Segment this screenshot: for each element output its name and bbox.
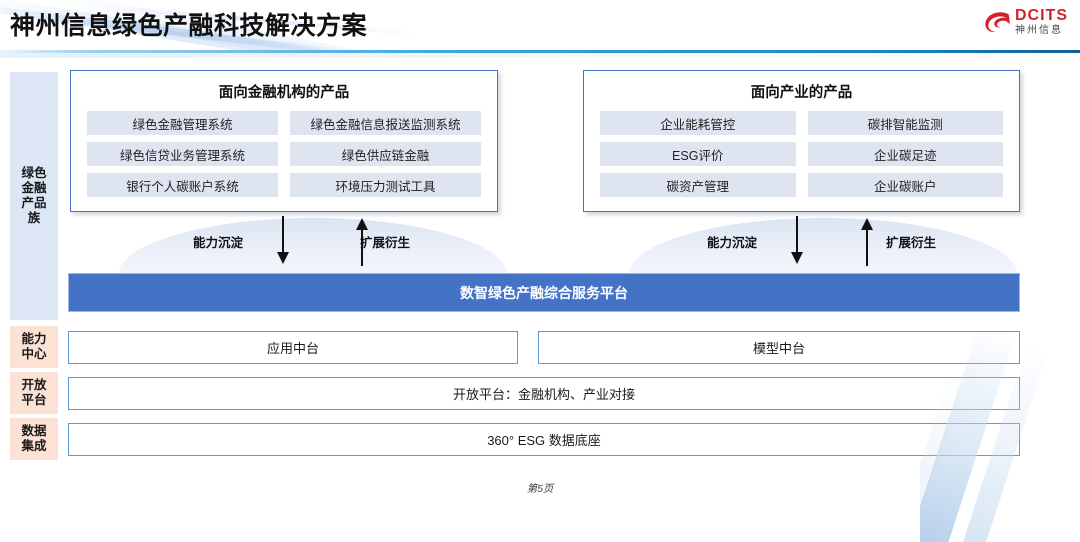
product-chip[interactable]: 绿色信贷业务管理系统	[87, 142, 278, 166]
product-chip[interactable]: 企业能耗管控	[600, 111, 796, 135]
panel-industry-products: 面向产业的产品 企业能耗管控 碳排智能监测 ESG评价 企业碳足迹 碳资产管理 …	[583, 70, 1020, 212]
layer-box-label: 开放平台：金融机构、产业对接	[452, 387, 635, 402]
flow-label-capability-precipitation-right: 能力沉淀	[707, 236, 758, 250]
arrow-down-icon-left	[277, 216, 289, 264]
flow-label-expansion-derivation-left: 扩展衍生	[360, 236, 411, 250]
product-chip[interactable]: 银行个人碳账户系统	[87, 173, 278, 197]
product-chip[interactable]: 碳排智能监测	[807, 111, 1003, 135]
product-chip[interactable]: 绿色金融管理系统	[87, 111, 278, 135]
platform-bar-label: 数智绿色产融综合服务平台	[460, 284, 628, 301]
sidebar-item-capability-center[interactable]: 能力中心	[10, 326, 58, 368]
platform-bar[interactable]: 数智绿色产融综合服务平台	[68, 273, 1020, 312]
layer-box-label: 360° ESG 数据底座	[487, 433, 601, 448]
product-chip[interactable]: 碳资产管理	[600, 173, 796, 197]
arrow-up-icon-right	[861, 218, 873, 266]
layer-box-open-platform[interactable]: 开放平台：金融机构、产业对接	[68, 377, 1020, 410]
flow-label-capability-precipitation-left: 能力沉淀	[193, 236, 244, 250]
page-header: 神州信息绿色产融科技解决方案 DCITS 神州信息	[0, 0, 1080, 58]
header-divider	[0, 50, 1080, 53]
flow-label-expansion-derivation-right: 扩展衍生	[886, 236, 937, 250]
footer: 第5页	[0, 481, 1080, 496]
capability-arc-right	[628, 218, 1018, 276]
sidebar-label-text: 绿色金融产品族	[21, 165, 47, 226]
layer-box-data-base[interactable]: 360° ESG 数据底座	[68, 423, 1020, 456]
dcits-swirl-icon	[985, 12, 1010, 32]
product-chip[interactable]: 绿色金融信息报送监测系统	[290, 111, 481, 135]
logo-cn-text: 神州信息	[1015, 25, 1063, 36]
product-chip[interactable]: 环境压力测试工具	[290, 173, 481, 197]
arrow-down-icon-right	[791, 216, 803, 264]
layer-box-model-middle-platform[interactable]: 模型中台	[538, 331, 1020, 364]
sidebar-item-green-finance-product-family[interactable]: 绿色金融产品族	[10, 72, 58, 320]
sidebar-item-data-integration[interactable]: 数据集成	[10, 418, 58, 460]
panel-financial-institution-products: 面向金融机构的产品 绿色金融管理系统 绿色金融信息报送监测系统 绿色信贷业务管理…	[70, 70, 498, 212]
capability-arc-left	[118, 218, 508, 276]
sidebar-label-text: 数据集成	[21, 423, 47, 453]
layer-box-application-middle-platform[interactable]: 应用中台	[68, 331, 518, 364]
panel-title: 面向金融机构的产品	[218, 85, 350, 101]
sidebar-item-open-platform[interactable]: 开放平台	[10, 372, 58, 414]
product-chip[interactable]: 企业碳账户	[807, 173, 1003, 197]
product-chip[interactable]: ESG评价	[600, 142, 796, 166]
page-title: 神州信息绿色产融科技解决方案	[10, 12, 368, 40]
sidebar-label-text: 能力中心	[21, 331, 47, 361]
brand-logo: DCITS 神州信息	[984, 8, 1068, 36]
logo-en-text: DCITS	[1015, 7, 1068, 24]
header-divider-shadow	[0, 53, 1080, 58]
product-chip[interactable]: 绿色供应链金融	[290, 142, 481, 166]
layer-box-label: 模型中台	[752, 341, 805, 356]
product-chip-grid: 企业能耗管控 碳排智能监测 ESG评价 企业碳足迹 碳资产管理 企业碳账户	[584, 102, 1019, 209]
layer-box-label: 应用中台	[266, 341, 319, 356]
sidebar-label-text: 开放平台	[21, 377, 47, 407]
arrow-up-icon-left	[356, 218, 368, 266]
page-number-label: 第5页	[526, 483, 554, 495]
product-chip-grid: 绿色金融管理系统 绿色金融信息报送监测系统 绿色信贷业务管理系统 绿色供应链金融…	[71, 102, 497, 209]
panel-title: 面向产业的产品	[750, 85, 853, 101]
product-chip[interactable]: 企业碳足迹	[807, 142, 1003, 166]
